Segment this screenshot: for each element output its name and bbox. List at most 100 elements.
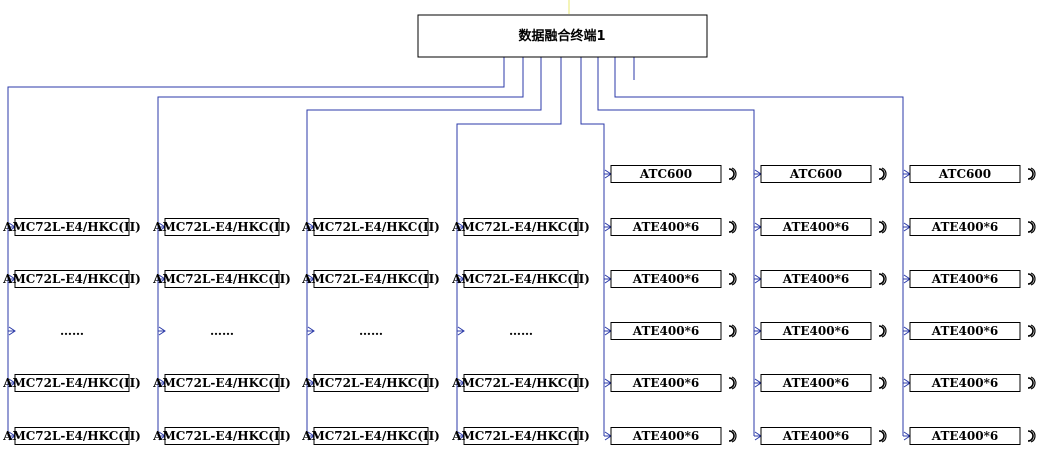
meter-label: AMC72L-E4/HKC(II)	[152, 376, 291, 390]
device-label: ATC600	[639, 167, 692, 181]
wireless-sensor-icon	[1027, 220, 1036, 234]
temp-sensor-box[interactable]	[610, 427, 722, 445]
temp-sensor-box[interactable]	[610, 322, 722, 340]
bus-wire-right-2	[597, 57, 755, 436]
collector-box[interactable]	[909, 165, 1021, 183]
meter-label: AMC72L-E4/HKC(II)	[301, 220, 440, 234]
meter-box[interactable]	[164, 270, 280, 288]
ellipsis-label: ……	[60, 324, 84, 338]
meter-box[interactable]	[313, 374, 429, 392]
temp-sensor-box[interactable]	[760, 218, 872, 236]
device-label: ATE400*6	[931, 324, 998, 338]
device-label: ATE400*6	[931, 429, 998, 443]
meter-box[interactable]	[313, 270, 429, 288]
wireless-sensor-icon	[878, 324, 887, 338]
device-label: ATE400*6	[632, 272, 699, 286]
device-label: ATE400*6	[931, 220, 998, 234]
meter-label: AMC72L-E4/HKC(II)	[2, 376, 141, 390]
connection-wires	[7, 57, 911, 441]
bus-wire-left-2	[157, 57, 524, 436]
meter-box[interactable]	[164, 374, 280, 392]
device-label: ATE400*6	[782, 324, 849, 338]
bus-wire-right-3	[614, 57, 904, 436]
temp-sensor-box[interactable]	[760, 322, 872, 340]
temp-sensor-box[interactable]	[909, 427, 1021, 445]
temp-sensor-box[interactable]	[909, 374, 1021, 392]
device-label: ATC600	[789, 167, 842, 181]
fusion-terminal-box[interactable]	[417, 14, 708, 58]
ellipsis-label: ……	[359, 324, 383, 338]
wireless-sensor-icon	[1027, 324, 1036, 338]
meter-box[interactable]	[14, 218, 130, 236]
wireless-sensor-icon	[1027, 376, 1036, 390]
device-label: ATE400*6	[632, 220, 699, 234]
meter-box[interactable]	[463, 374, 579, 392]
meter-box[interactable]	[313, 427, 429, 445]
temp-sensor-box[interactable]	[760, 427, 872, 445]
meter-label: AMC72L-E4/HKC(II)	[451, 220, 590, 234]
temp-sensor-box[interactable]	[760, 374, 872, 392]
device-label: ATC600	[938, 167, 991, 181]
meter-box[interactable]	[463, 218, 579, 236]
wireless-sensor-icon	[878, 376, 887, 390]
meter-box[interactable]	[164, 427, 280, 445]
meter-label: AMC72L-E4/HKC(II)	[2, 429, 141, 443]
wireless-sensor-icon	[1027, 429, 1036, 443]
device-label: ATE400*6	[632, 429, 699, 443]
ellipsis-label: ……	[210, 324, 234, 338]
fusion-terminal[interactable]: 数据融合终端1	[417, 14, 708, 58]
temp-sensor-box[interactable]	[909, 270, 1021, 288]
wireless-sensor-icon	[728, 429, 737, 443]
device-label: ATE400*6	[632, 324, 699, 338]
wireless-sensor-icon	[728, 272, 737, 286]
wireless-sensor-icon	[878, 429, 887, 443]
wireless-sensor-icon	[1027, 272, 1036, 286]
wireless-sensor-icon	[878, 167, 887, 181]
meter-label: AMC72L-E4/HKC(II)	[2, 220, 141, 234]
device-boxes: AMC72L-E4/HKC(II) AMC72L-E4/HKC(II) …… AMC7…	[2, 165, 1036, 445]
device-label: ATE400*6	[782, 429, 849, 443]
bus-wire-left-1	[7, 57, 505, 436]
meter-label: AMC72L-E4/HKC(II)	[152, 272, 291, 286]
wireless-sensor-icon	[728, 167, 737, 181]
meter-box[interactable]	[14, 427, 130, 445]
meter-box[interactable]	[164, 218, 280, 236]
meter-label: AMC72L-E4/HKC(II)	[451, 429, 590, 443]
meter-box[interactable]	[463, 427, 579, 445]
wireless-sensor-icon	[728, 376, 737, 390]
meter-label: AMC72L-E4/HKC(II)	[451, 376, 590, 390]
temp-sensor-box[interactable]	[909, 322, 1021, 340]
temp-sensor-box[interactable]	[610, 374, 722, 392]
temp-sensor-box[interactable]	[610, 218, 722, 236]
ellipsis-label: ……	[509, 324, 533, 338]
device-label: ATE400*6	[931, 272, 998, 286]
meter-box[interactable]	[14, 374, 130, 392]
meter-box[interactable]	[463, 270, 579, 288]
device-label: ATE400*6	[782, 272, 849, 286]
meter-box[interactable]	[313, 218, 429, 236]
wireless-sensor-icon	[1027, 167, 1036, 181]
wireless-sensor-icon	[728, 324, 737, 338]
meter-label: AMC72L-E4/HKC(II)	[451, 272, 590, 286]
device-label: ATE400*6	[782, 220, 849, 234]
meter-label: AMC72L-E4/HKC(II)	[301, 376, 440, 390]
temp-sensor-box[interactable]	[760, 270, 872, 288]
temp-sensor-box[interactable]	[610, 270, 722, 288]
meter-box[interactable]	[14, 270, 130, 288]
device-label: ATE400*6	[931, 376, 998, 390]
bus-wire-right-1	[580, 57, 605, 436]
meter-label: AMC72L-E4/HKC(II)	[301, 429, 440, 443]
wireless-sensor-icon	[728, 220, 737, 234]
fusion-terminal-label: 数据融合终端1	[518, 28, 605, 44]
device-label: ATE400*6	[632, 376, 699, 390]
meter-label: AMC72L-E4/HKC(II)	[2, 272, 141, 286]
wireless-sensor-icon	[878, 272, 887, 286]
device-label: ATE400*6	[782, 376, 849, 390]
bus-wire-left-4	[456, 57, 562, 436]
bus-wire-left-3	[306, 57, 542, 436]
temp-sensor-box[interactable]	[909, 218, 1021, 236]
collector-box[interactable]	[610, 165, 722, 183]
collector-box[interactable]	[760, 165, 872, 183]
meter-label: AMC72L-E4/HKC(II)	[152, 429, 291, 443]
